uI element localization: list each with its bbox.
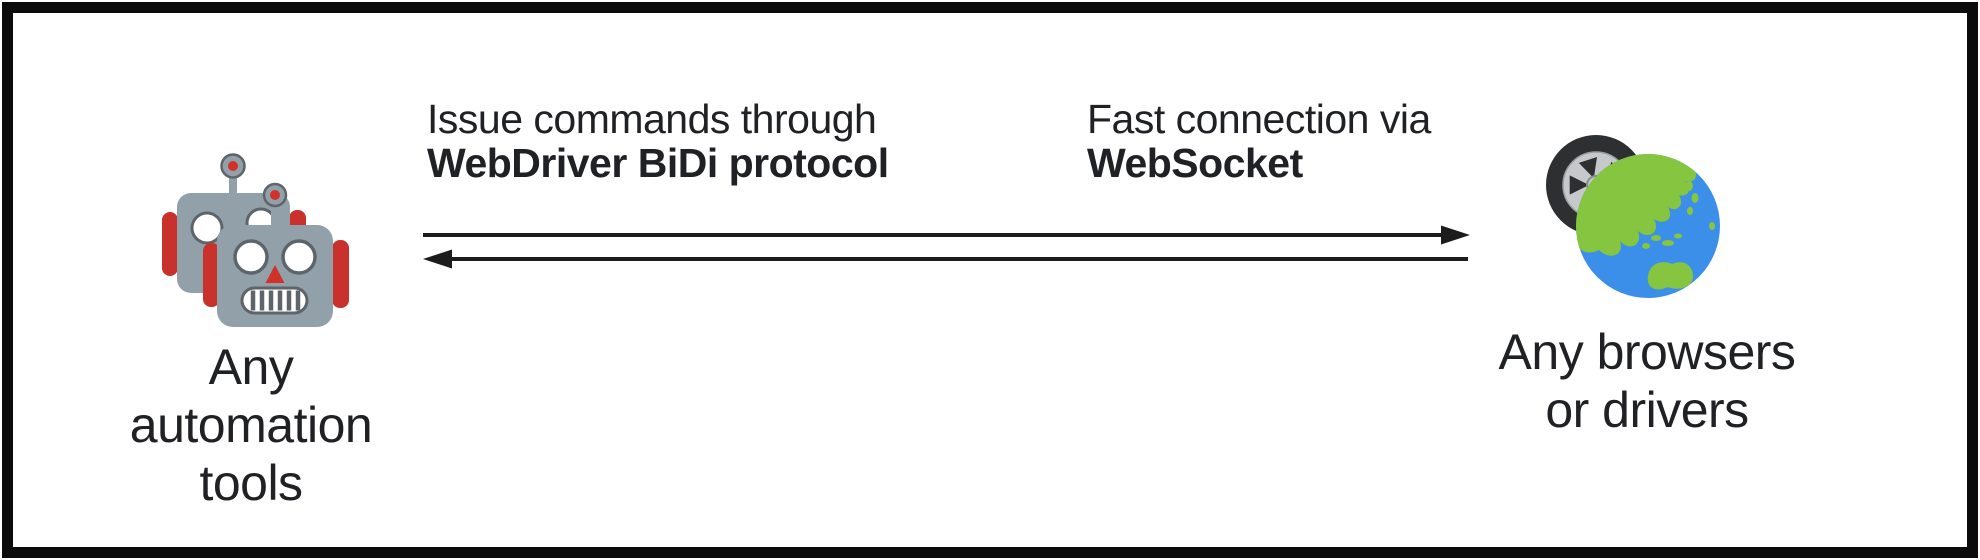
label-line: tools xyxy=(199,455,303,511)
caption-bold-text: WebDriver BiDi protocol xyxy=(427,140,889,186)
globe-with-tire-icon xyxy=(1546,135,1720,298)
label-line: automation xyxy=(129,397,373,453)
arrow-right xyxy=(423,225,1470,245)
automation-tools-label: Any automation tools xyxy=(51,338,451,512)
robot-icon xyxy=(162,153,349,327)
caption-regular-text: Issue commands through xyxy=(427,96,877,142)
front-robot-head xyxy=(203,182,349,327)
arrow-left xyxy=(423,249,1468,269)
bidirectional-arrows xyxy=(423,225,1470,269)
label-line: or drivers xyxy=(1545,382,1749,438)
caption-webdriver-bidi: Issue commands through WebDriver BiDi pr… xyxy=(427,97,889,185)
globe-icon xyxy=(1576,154,1720,298)
label-line: Any xyxy=(208,339,294,395)
caption-websocket: Fast connection via WebSocket xyxy=(1087,97,1431,185)
caption-regular-text: Fast connection via xyxy=(1087,96,1431,142)
browsers-drivers-label: Any browsers or drivers xyxy=(1447,323,1847,439)
label-line: Any browsers xyxy=(1498,324,1796,380)
caption-bold-text: WebSocket xyxy=(1087,140,1303,186)
